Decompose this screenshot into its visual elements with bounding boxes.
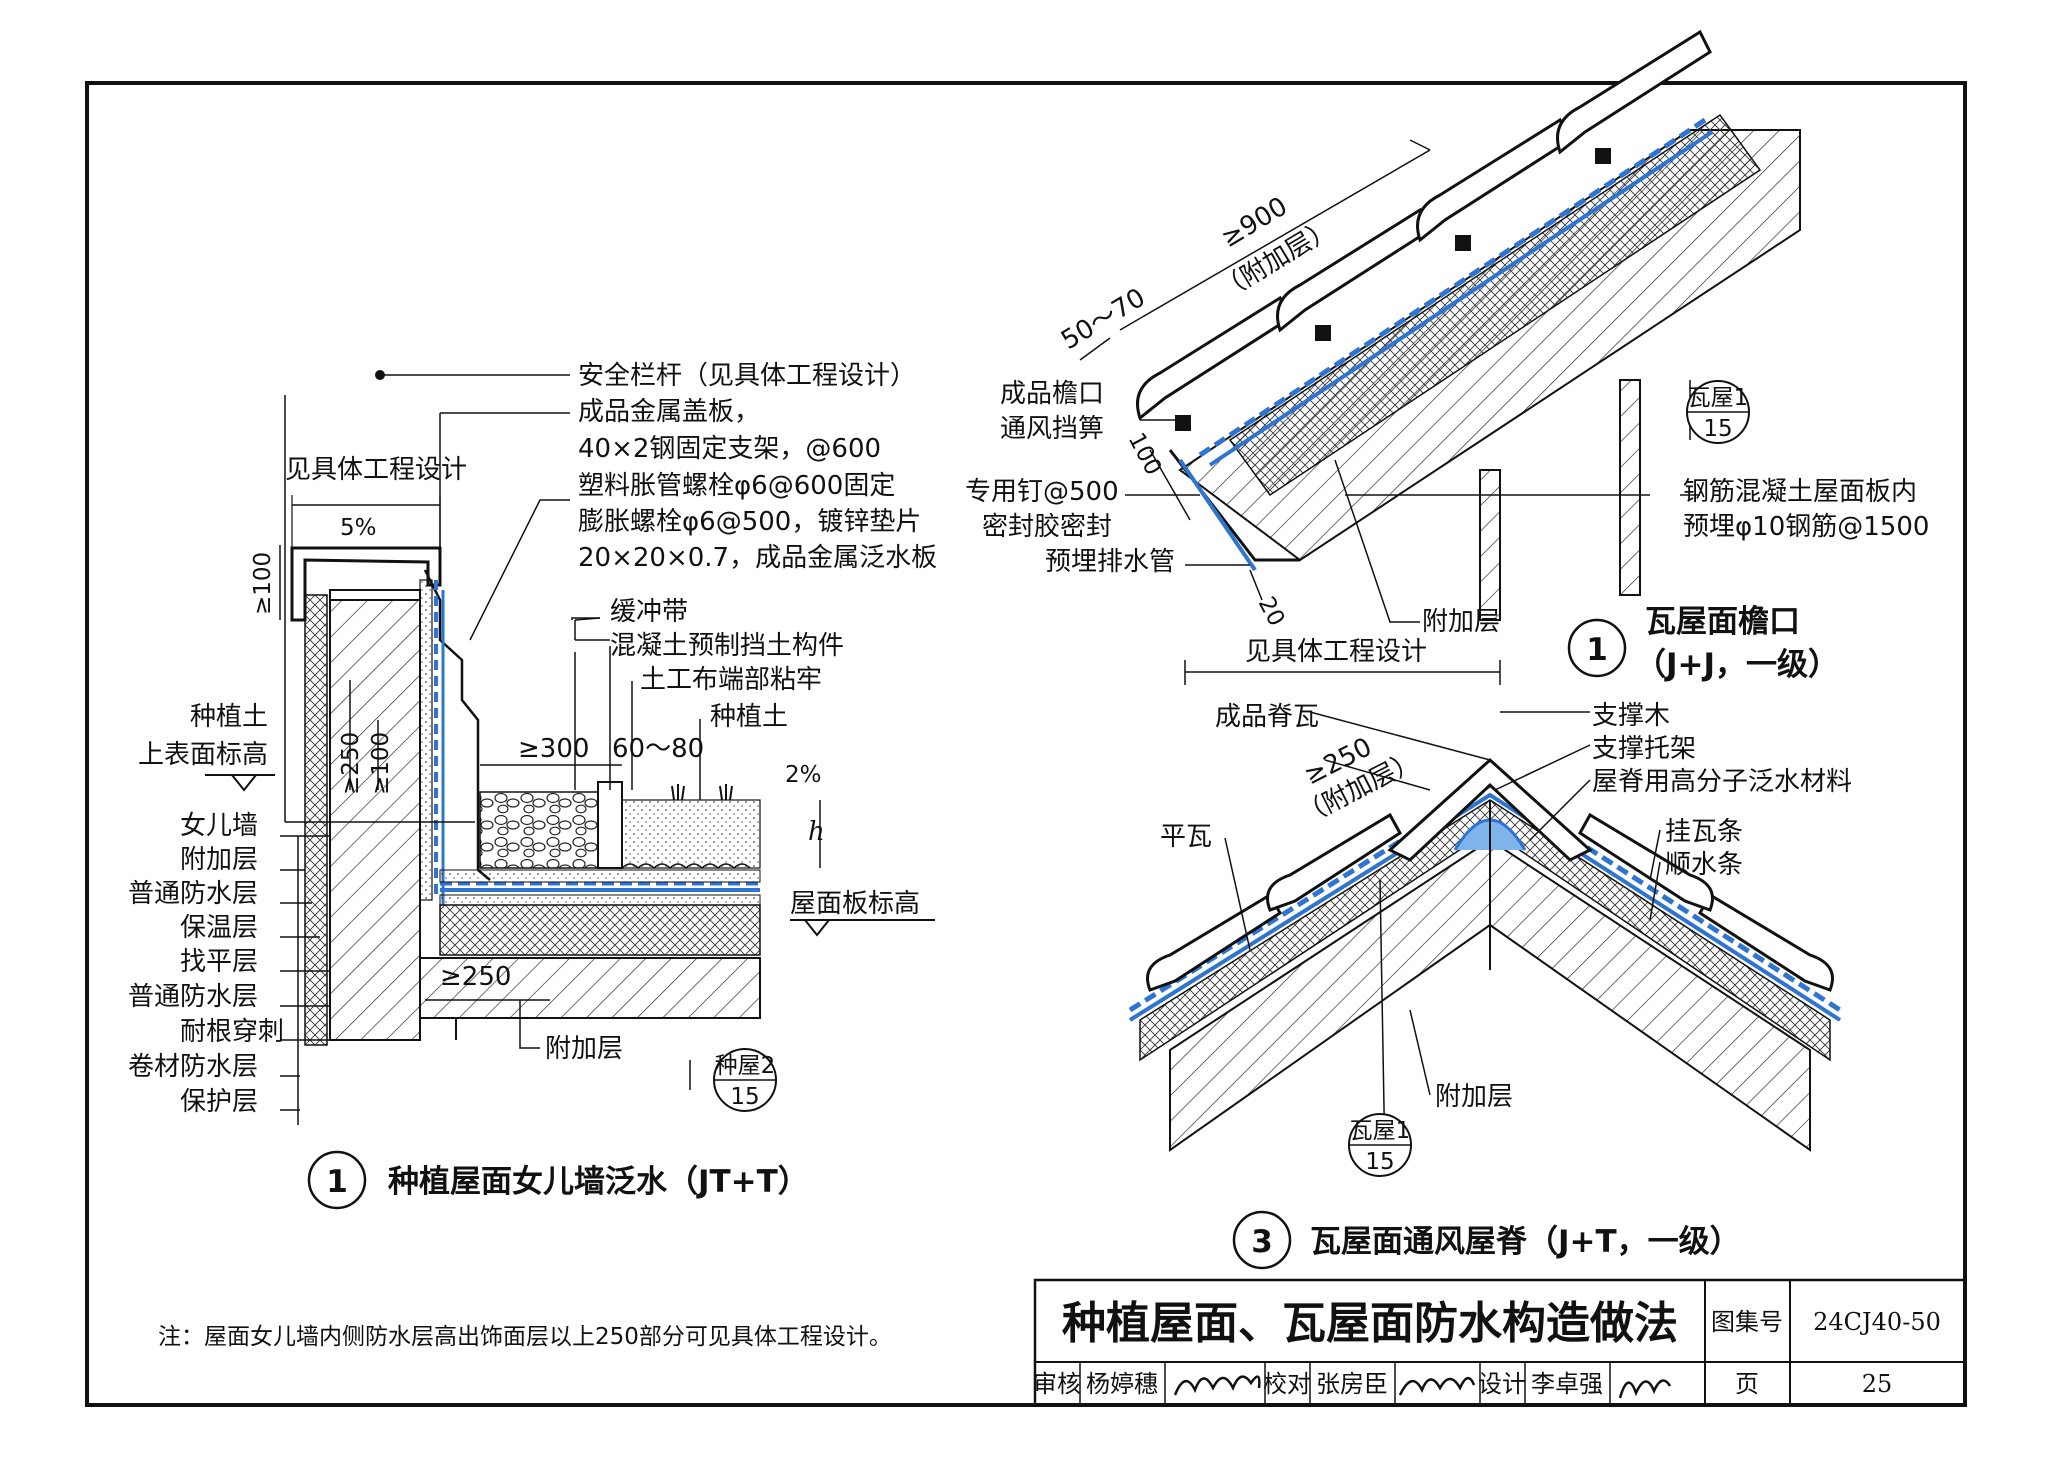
eave-rebar-1: 钢筋混凝土屋面板内 xyxy=(1683,477,1917,507)
detail-ridge xyxy=(1128,660,1842,1270)
dim-h: h xyxy=(808,817,825,847)
eave-rebar-2: 预埋φ10钢筋@1500 xyxy=(1683,512,1929,542)
drawing-title: 种植屋面、瓦屋面防水构造做法 xyxy=(1062,1298,1678,1349)
detail-eave xyxy=(1079,29,1801,678)
ridge-support-wood: 支撑木 xyxy=(1592,701,1670,731)
callout-soil: 种植土 xyxy=(710,702,788,732)
design-label: 设计 xyxy=(1478,1370,1526,1398)
retaining-member xyxy=(597,781,623,869)
dim-250-wall: ≥250 xyxy=(338,732,364,795)
callout-anchor: 塑料胀管螺栓φ6@600固定 xyxy=(578,471,895,501)
sheet-frame xyxy=(85,81,1967,1407)
dim-60-80: 60～80 xyxy=(612,734,704,764)
dim-design-left: 见具体工程设计 xyxy=(285,455,467,485)
eave-dim-20: 20 xyxy=(1253,593,1290,631)
callout-bracket: 40×2钢固定支架，@600 xyxy=(578,434,881,464)
layer-5: 普通防水层 xyxy=(128,982,258,1012)
review-label: 审核 xyxy=(1033,1370,1081,1398)
roof-level-marker xyxy=(790,919,935,937)
layer-2: 普通防水层 xyxy=(128,879,258,909)
detail-num-circle-eave xyxy=(1567,618,1627,678)
ridge-dim-design: 见具体工程设计 xyxy=(1245,637,1427,667)
layer-1: 附加层 xyxy=(180,845,258,875)
planting-level-2: 上表面标高 xyxy=(138,740,268,770)
slope-5: 5% xyxy=(340,515,377,541)
checker-name: 张房臣 xyxy=(1316,1370,1388,1398)
eave-nail-2: 密封胶密封 xyxy=(982,512,1112,542)
callout-bolt: 膨胀螺栓φ6@500，镀锌垫片 xyxy=(578,507,921,537)
eave-vent-2: 通风挡箅 xyxy=(1000,414,1104,444)
callout-buffer: 缓冲带 xyxy=(610,597,688,627)
callout-retaining: 混凝土预制挡土构件 xyxy=(610,631,844,661)
dim-100-top: ≥100 xyxy=(250,552,276,615)
eave-nail-1: 专用钉@500 xyxy=(965,477,1119,507)
planting-level-marker xyxy=(205,774,275,792)
planting-soil xyxy=(621,799,761,869)
ridge-ref-bot: 15 xyxy=(1365,1149,1394,1175)
reviewer-name: 杨婷穗 xyxy=(1086,1370,1158,1398)
add-layer-left: 附加层 xyxy=(545,1034,623,1064)
callout-railing: 安全栏杆（见具体工程设计） xyxy=(578,361,916,391)
eave-pipe: 预埋排水管 xyxy=(1045,547,1175,577)
layer-0: 女儿墙 xyxy=(180,811,258,841)
dim-100-wall: ≥100 xyxy=(368,732,394,795)
dim-300: ≥300 xyxy=(518,734,589,764)
ref-plant-bot: 15 xyxy=(730,1084,759,1110)
eave-ref-top: 瓦屋1 xyxy=(1688,385,1749,411)
caption-eave-2: （J+J，一级） xyxy=(1635,647,1839,683)
ridge-batten: 挂瓦条 xyxy=(1665,817,1743,847)
ridge-add-layer: 附加层 xyxy=(1435,1082,1513,1112)
layer-3: 保温层 xyxy=(180,913,258,943)
metal-coping xyxy=(290,546,442,622)
atlas-no: 24CJ40-50 xyxy=(1813,1308,1941,1336)
ridge-tile-label: 成品脊瓦 xyxy=(1215,702,1319,732)
callout-geotextile: 土工布端部粘牢 xyxy=(640,665,822,695)
ridge-ref-top: 瓦屋1 xyxy=(1350,1118,1411,1144)
layer-8: 保护层 xyxy=(180,1087,258,1117)
eave-add-layer: 附加层 xyxy=(1422,607,1500,637)
eave-dim-100: 100 xyxy=(1123,429,1167,480)
detail-num-circle-ridge xyxy=(1232,1210,1292,1270)
layer-7: 卷材防水层 xyxy=(128,1052,258,1082)
callout-coping: 成品金属盖板， xyxy=(578,397,760,427)
layer-4: 找平层 xyxy=(180,947,258,977)
drawing-note: 注：屋面女儿墙内侧防水层高出饰面层以上250部分可见具体工程设计。 xyxy=(158,1324,892,1350)
callout-flashing: 20×20×0.7，成品金属泛水板 xyxy=(578,543,937,573)
check-label: 校对 xyxy=(1263,1370,1311,1398)
atlas-label: 图集号 xyxy=(1711,1308,1783,1336)
eave-dim-5070: 50～70 xyxy=(1056,283,1150,356)
detail-num-ridge: 3 xyxy=(1251,1224,1273,1260)
gravel-buffer xyxy=(479,791,601,869)
eave-vent-1: 成品檐口 xyxy=(1000,379,1104,409)
roof-level: 屋面板标高 xyxy=(790,889,920,919)
slope-2: 2% xyxy=(785,762,822,788)
parapet-wall xyxy=(329,599,421,1041)
ridge-support-bracket: 支撑托架 xyxy=(1592,734,1696,764)
caption-eave-1: 瓦屋面檐口 xyxy=(1645,604,1800,640)
title-block xyxy=(1033,1278,1967,1407)
ridge-flat-tile: 平瓦 xyxy=(1160,822,1212,852)
designer-name: 李卓强 xyxy=(1531,1370,1603,1398)
layer-6: 耐根穿刺 xyxy=(180,1017,284,1047)
signature-reviewer xyxy=(1173,1375,1261,1396)
detail-parapet xyxy=(205,370,935,1125)
parapet-flashing xyxy=(423,569,491,881)
signature-checker xyxy=(1398,1377,1476,1396)
detail-num-circle-parapet xyxy=(307,1150,367,1210)
ref-plant-top: 种屋2 xyxy=(715,1053,776,1079)
eave-ref-bot: 15 xyxy=(1703,416,1732,442)
caption-ridge: 瓦屋面通风屋脊（J+T，一级） xyxy=(1310,1224,1741,1260)
dim-250-floor: ≥250 xyxy=(440,962,511,992)
detail-num-parapet: 1 xyxy=(326,1164,348,1200)
parapet-insulation xyxy=(304,594,328,1046)
signature-designer xyxy=(1618,1379,1672,1399)
caption-parapet: 种植屋面女儿墙泛水（JT+T） xyxy=(388,1164,809,1200)
detail-num-eave: 1 xyxy=(1586,632,1608,668)
page-no: 25 xyxy=(1862,1370,1893,1398)
page-label: 页 xyxy=(1735,1370,1759,1398)
planting-level-1: 种植土 xyxy=(190,702,268,732)
ridge-flash: 屋脊用高分子泛水材料 xyxy=(1592,767,1852,797)
ridge-counter-batten: 顺水条 xyxy=(1665,850,1743,880)
